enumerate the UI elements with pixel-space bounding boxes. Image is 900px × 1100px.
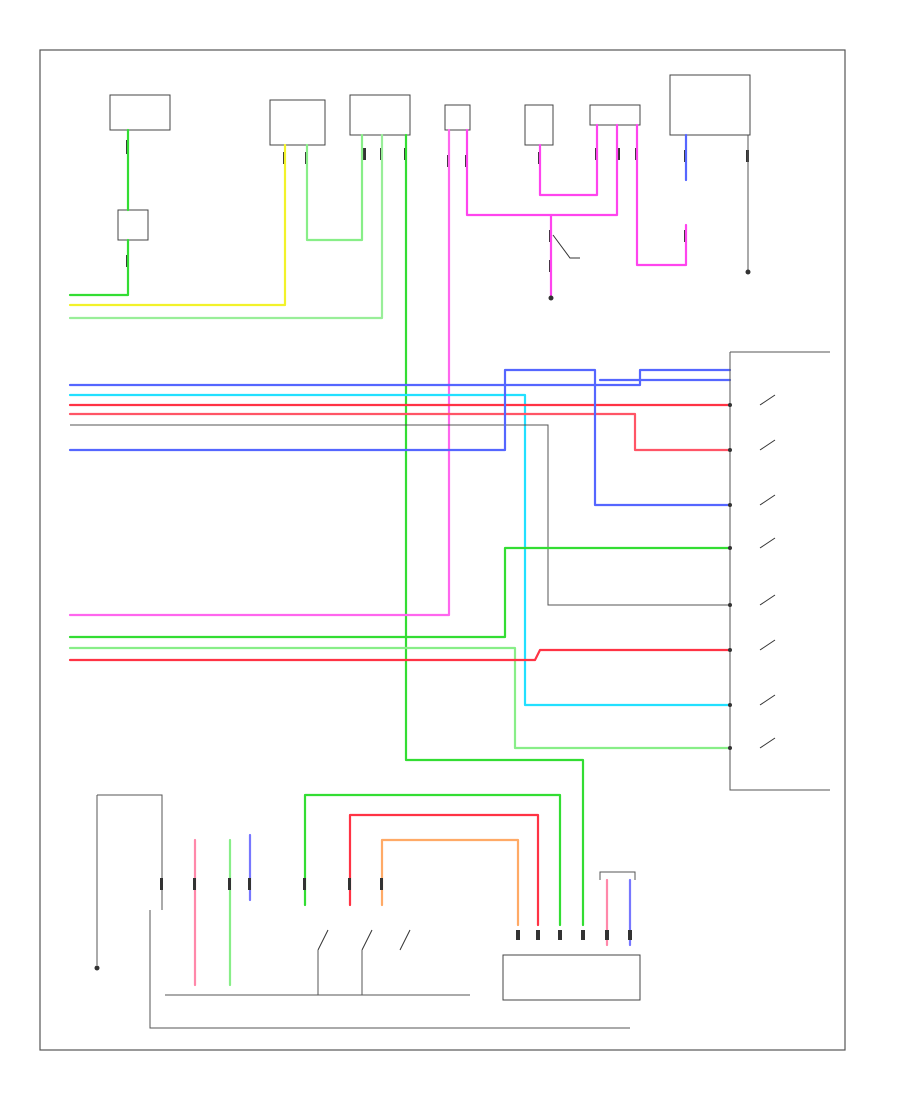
wire-green-mid — [68, 546, 732, 639]
top-wires — [68, 123, 749, 927]
connector-pin — [581, 930, 585, 940]
wire-light-green-relay — [305, 133, 364, 242]
junction-connector-component — [349, 94, 411, 136]
wire-red-switch — [348, 813, 540, 927]
connector-pin — [558, 930, 562, 940]
switch-terminal — [728, 448, 732, 452]
ground-point — [94, 965, 100, 971]
wire-magenta-switch — [538, 123, 599, 197]
switch-block-outline — [729, 351, 830, 791]
bottom-switch-wires — [303, 793, 562, 995]
power-module-box — [502, 954, 641, 1001]
sensor-connector-component — [444, 104, 471, 131]
switch-terminal — [728, 648, 732, 652]
wire-green-switch — [303, 793, 562, 927]
connector-pin — [348, 878, 351, 890]
switch-module-component — [524, 104, 554, 146]
relay-module-component — [269, 99, 326, 146]
connector-pin — [617, 148, 620, 160]
wire-light-green-mid — [68, 646, 732, 750]
connector-pin — [303, 878, 306, 890]
wire-blue-1 — [68, 368, 732, 387]
ground-point — [745, 269, 751, 275]
switch-contact — [317, 929, 411, 951]
connector-pin — [605, 930, 609, 940]
wire-cyan — [68, 393, 732, 707]
switch-contact — [759, 394, 776, 749]
connector-pin — [160, 878, 163, 890]
ground-point — [548, 295, 554, 301]
steering-switch-block — [728, 351, 830, 791]
switch-terminal — [728, 546, 732, 550]
wire-white — [70, 424, 730, 606]
top-connector-pins — [126, 140, 749, 272]
wire-red-mid — [68, 648, 732, 662]
switch-lead — [317, 950, 363, 995]
switch-terminal — [728, 403, 732, 407]
power-module — [502, 871, 641, 1001]
transmission-range-sensor — [669, 74, 751, 136]
switch-terminal — [728, 746, 732, 750]
ground-leader — [552, 234, 580, 259]
connector-pin — [228, 878, 231, 890]
top-components — [109, 74, 751, 241]
switch-housing-outline — [149, 910, 630, 1029]
wire-magenta-trs — [635, 123, 688, 267]
wire-orange-switch — [380, 838, 520, 927]
wire-yellow — [68, 143, 287, 307]
wire-green-fuse — [68, 128, 130, 297]
connector-pin — [363, 148, 366, 160]
wire-red-2 — [68, 412, 732, 452]
middle-wires — [68, 368, 732, 750]
wire-light-green-left — [68, 133, 384, 320]
module-connector-bracket — [599, 871, 636, 880]
bottom-left-wires — [193, 833, 252, 987]
connector-pin — [193, 878, 196, 890]
switch-terminal — [728, 703, 732, 707]
outline-bracket — [97, 794, 163, 910]
ground-symbol-top — [548, 234, 751, 301]
combination-connector-component — [589, 104, 641, 126]
wire-pink-sensor — [68, 128, 451, 617]
switch-terminal — [728, 503, 732, 507]
connector-pin — [248, 878, 251, 890]
connector-pin — [536, 930, 540, 940]
inline-fuse-component — [117, 209, 149, 241]
connector-pin — [380, 878, 383, 890]
switch-terminal — [728, 603, 732, 607]
wire-blue-2 — [68, 368, 732, 507]
wire-green-long — [404, 133, 585, 927]
fuse-box-component — [109, 94, 171, 131]
connector-pin — [628, 930, 632, 940]
wire-magenta-network — [465, 123, 619, 217]
diagram-frame — [39, 49, 846, 1051]
connector-pin — [516, 930, 520, 940]
